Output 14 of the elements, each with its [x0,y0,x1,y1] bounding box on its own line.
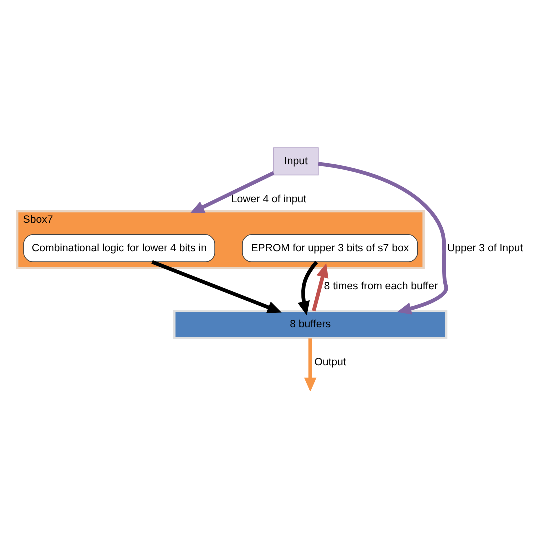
arrow [318,162,448,314]
edge-label: Output [314,356,346,368]
node-box: Input [274,147,319,176]
arrow [312,263,329,312]
node-box: EPROM for upper 3 bits of s7 box [242,234,418,262]
arrow [298,260,318,316]
node-box: 8 buffers [173,310,448,339]
node-box: Combinational logic for lower 4 bits in [24,234,216,262]
arrow [190,170,275,213]
arrow [304,338,317,390]
edge-label: Upper 3 of Input [447,242,524,254]
edge-label: 8 times from each buffer [324,280,438,292]
edge-label: Lower 4 of input [231,193,307,206]
arrow [152,260,282,313]
